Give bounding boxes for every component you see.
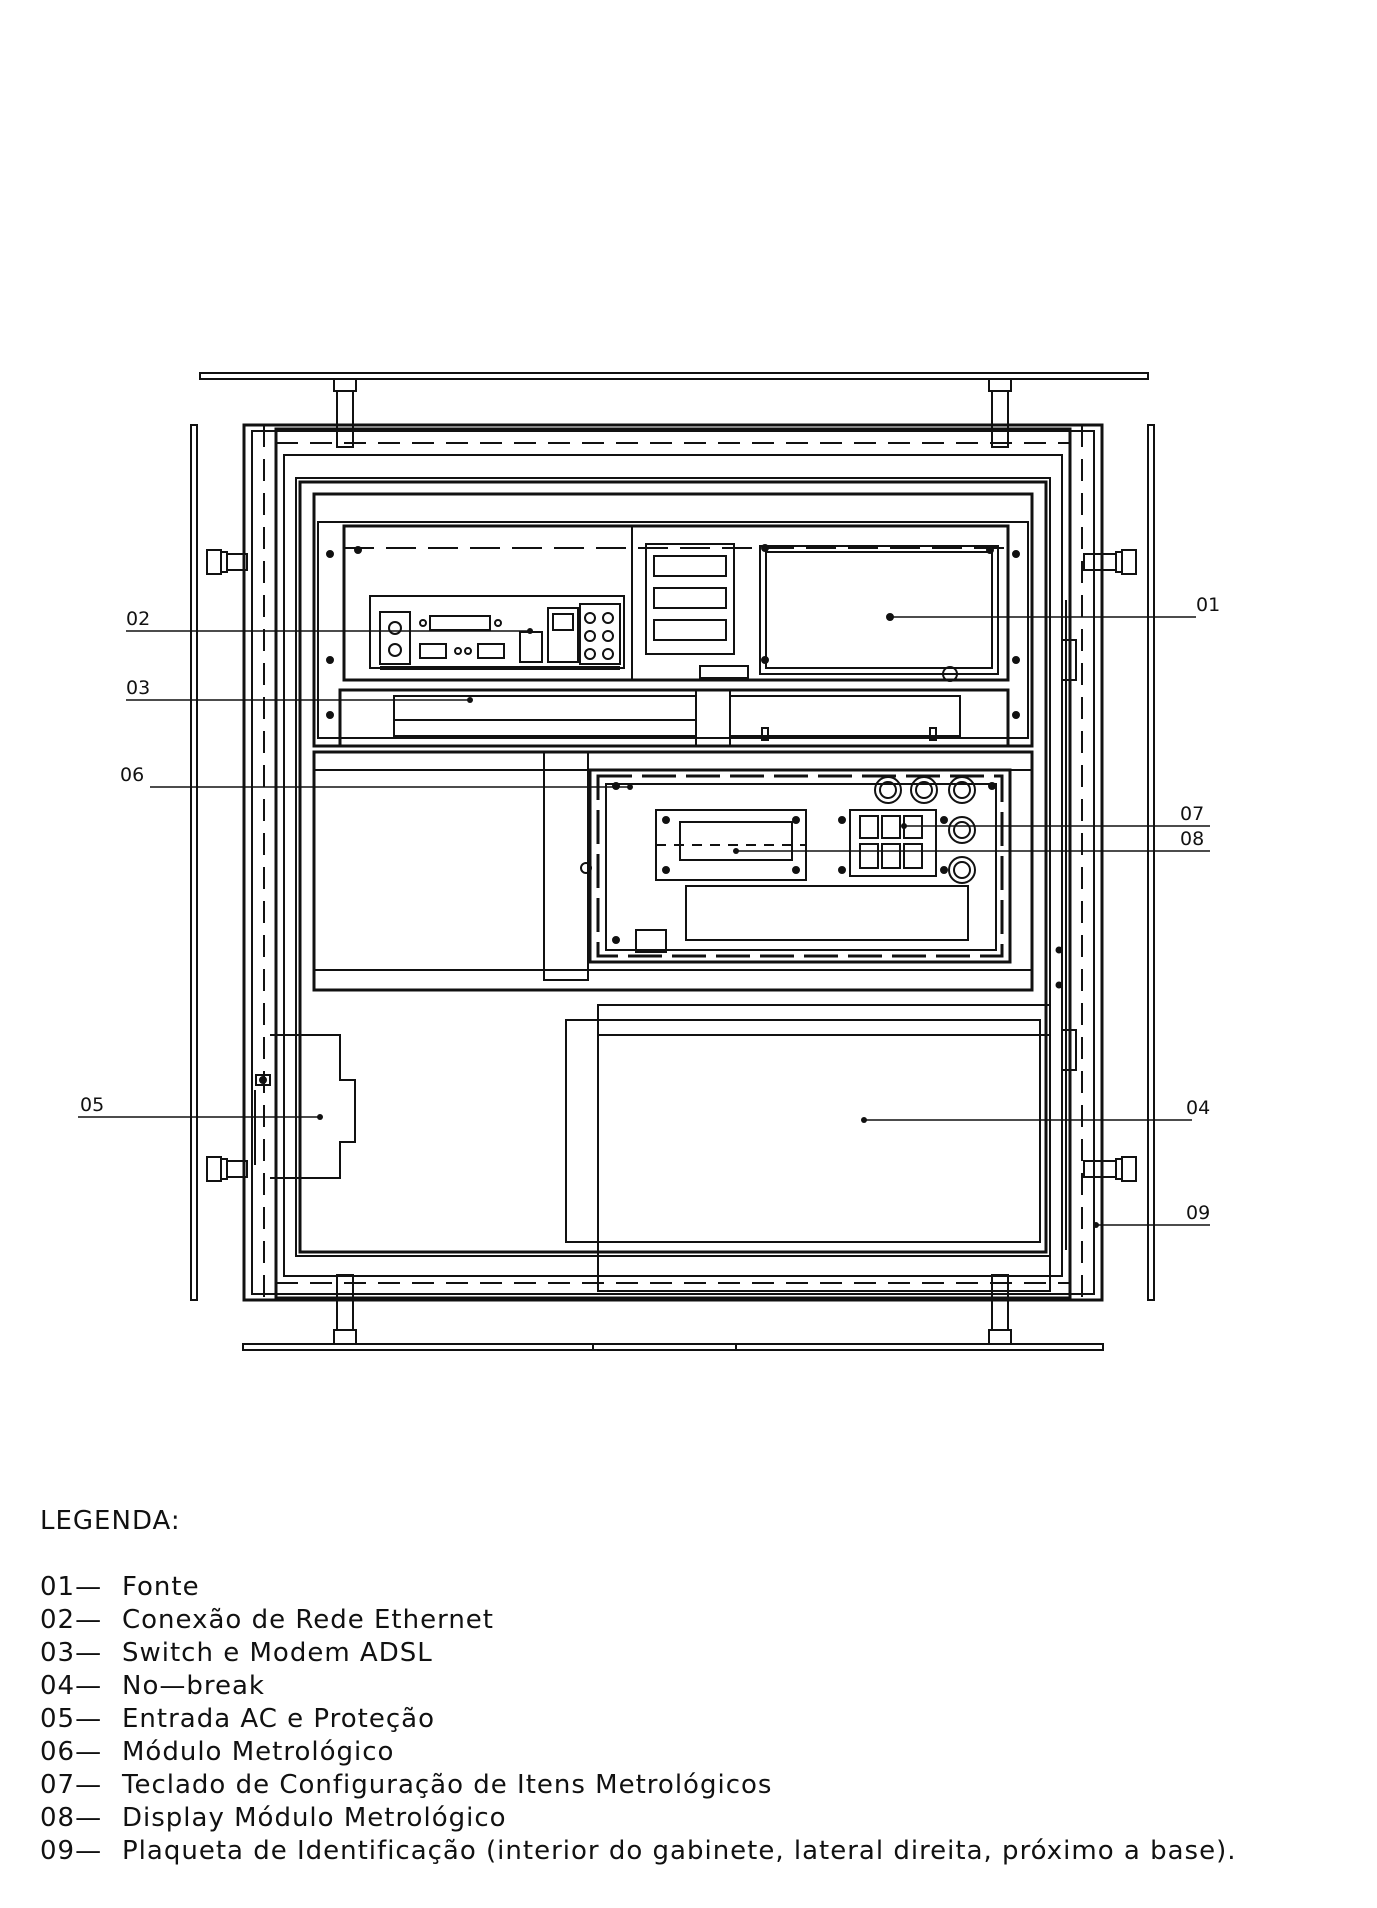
legend-text: Plaqueta de Identificação (interior do g… bbox=[122, 1836, 1237, 1866]
metrological-module bbox=[580, 768, 1012, 964]
callout-03: 03 bbox=[126, 677, 150, 699]
legend-text: Módulo Metrológico bbox=[122, 1737, 395, 1767]
switch-modem bbox=[326, 688, 1020, 748]
top-mount-bar bbox=[199, 372, 1149, 448]
side-bolts bbox=[206, 549, 1137, 1182]
legend-num: 01— bbox=[40, 1572, 103, 1602]
callout-08: 08 bbox=[1180, 828, 1204, 850]
ac-input bbox=[254, 1034, 356, 1179]
legend-num: 04— bbox=[40, 1671, 103, 1701]
ethernet-panel bbox=[369, 595, 625, 670]
legend-item-07: 07— Teclado de Configuração de Itens Metr… bbox=[40, 1769, 1360, 1802]
legend-text: No—break bbox=[122, 1671, 265, 1701]
legend-num: 05— bbox=[40, 1704, 103, 1734]
bottom-mount-bar bbox=[242, 1274, 1104, 1351]
callout-07: 07 bbox=[1180, 803, 1204, 825]
legend-item-01: 01— Fonte bbox=[40, 1571, 1360, 1604]
legend-item-02: 02— Conexão de Rede Ethernet bbox=[40, 1604, 1360, 1637]
legend-text: Conexão de Rede Ethernet bbox=[122, 1605, 494, 1635]
callout-06: 06 bbox=[120, 764, 144, 786]
callout-labels: 01 02 03 04 05 06 07 08 09 bbox=[80, 594, 1220, 1224]
side-flanges bbox=[190, 424, 1155, 1301]
legend-num: 08— bbox=[40, 1803, 103, 1833]
legend-text: Display Módulo Metrológico bbox=[122, 1803, 507, 1833]
cabinet-frame bbox=[242, 423, 1104, 1302]
callout-02: 02 bbox=[126, 608, 150, 630]
legend-item-08: 08— Display Módulo Metrológico bbox=[40, 1802, 1360, 1835]
callout-04: 04 bbox=[1186, 1097, 1210, 1119]
legend-item-09: 09— Plaqueta de Identificação (interior d… bbox=[40, 1835, 1360, 1868]
legend-num: 09— bbox=[40, 1836, 103, 1866]
callout-05: 05 bbox=[80, 1094, 104, 1116]
callout-01: 01 bbox=[1196, 594, 1220, 616]
legend-num: 07— bbox=[40, 1770, 103, 1800]
legend-num: 02— bbox=[40, 1605, 103, 1635]
legend-num: 03— bbox=[40, 1638, 103, 1668]
legend-title: LEGENDA: bbox=[40, 1506, 181, 1536]
legend-item-06: 06— Módulo Metrológico bbox=[40, 1736, 1360, 1769]
legend-num: 06— bbox=[40, 1737, 103, 1767]
cabinet-drawing: 01 02 03 04 05 06 07 08 09 bbox=[78, 372, 1220, 1351]
callout-09: 09 bbox=[1186, 1202, 1210, 1224]
legend-item-05: 05— Entrada AC e Proteção bbox=[40, 1703, 1360, 1736]
leader-dots bbox=[317, 614, 1099, 1228]
legend-text: Entrada AC e Proteção bbox=[122, 1704, 436, 1734]
power-supply bbox=[645, 543, 999, 682]
no-break bbox=[565, 1004, 1051, 1292]
legend-item-04: 04— No—break bbox=[40, 1670, 1360, 1703]
legend-text: Fonte bbox=[122, 1572, 200, 1602]
legend: LEGENDA: 01— Fonte 02— Conexão de Rede Eth… bbox=[40, 1505, 1360, 1868]
leader-lines bbox=[78, 616, 1210, 1226]
legend-text: Switch e Modem ADSL bbox=[122, 1638, 433, 1668]
legend-text: Teclado de Configuração de Itens Metroló… bbox=[122, 1770, 773, 1800]
legend-item-03: 03— Switch e Modem ADSL bbox=[40, 1637, 1360, 1670]
